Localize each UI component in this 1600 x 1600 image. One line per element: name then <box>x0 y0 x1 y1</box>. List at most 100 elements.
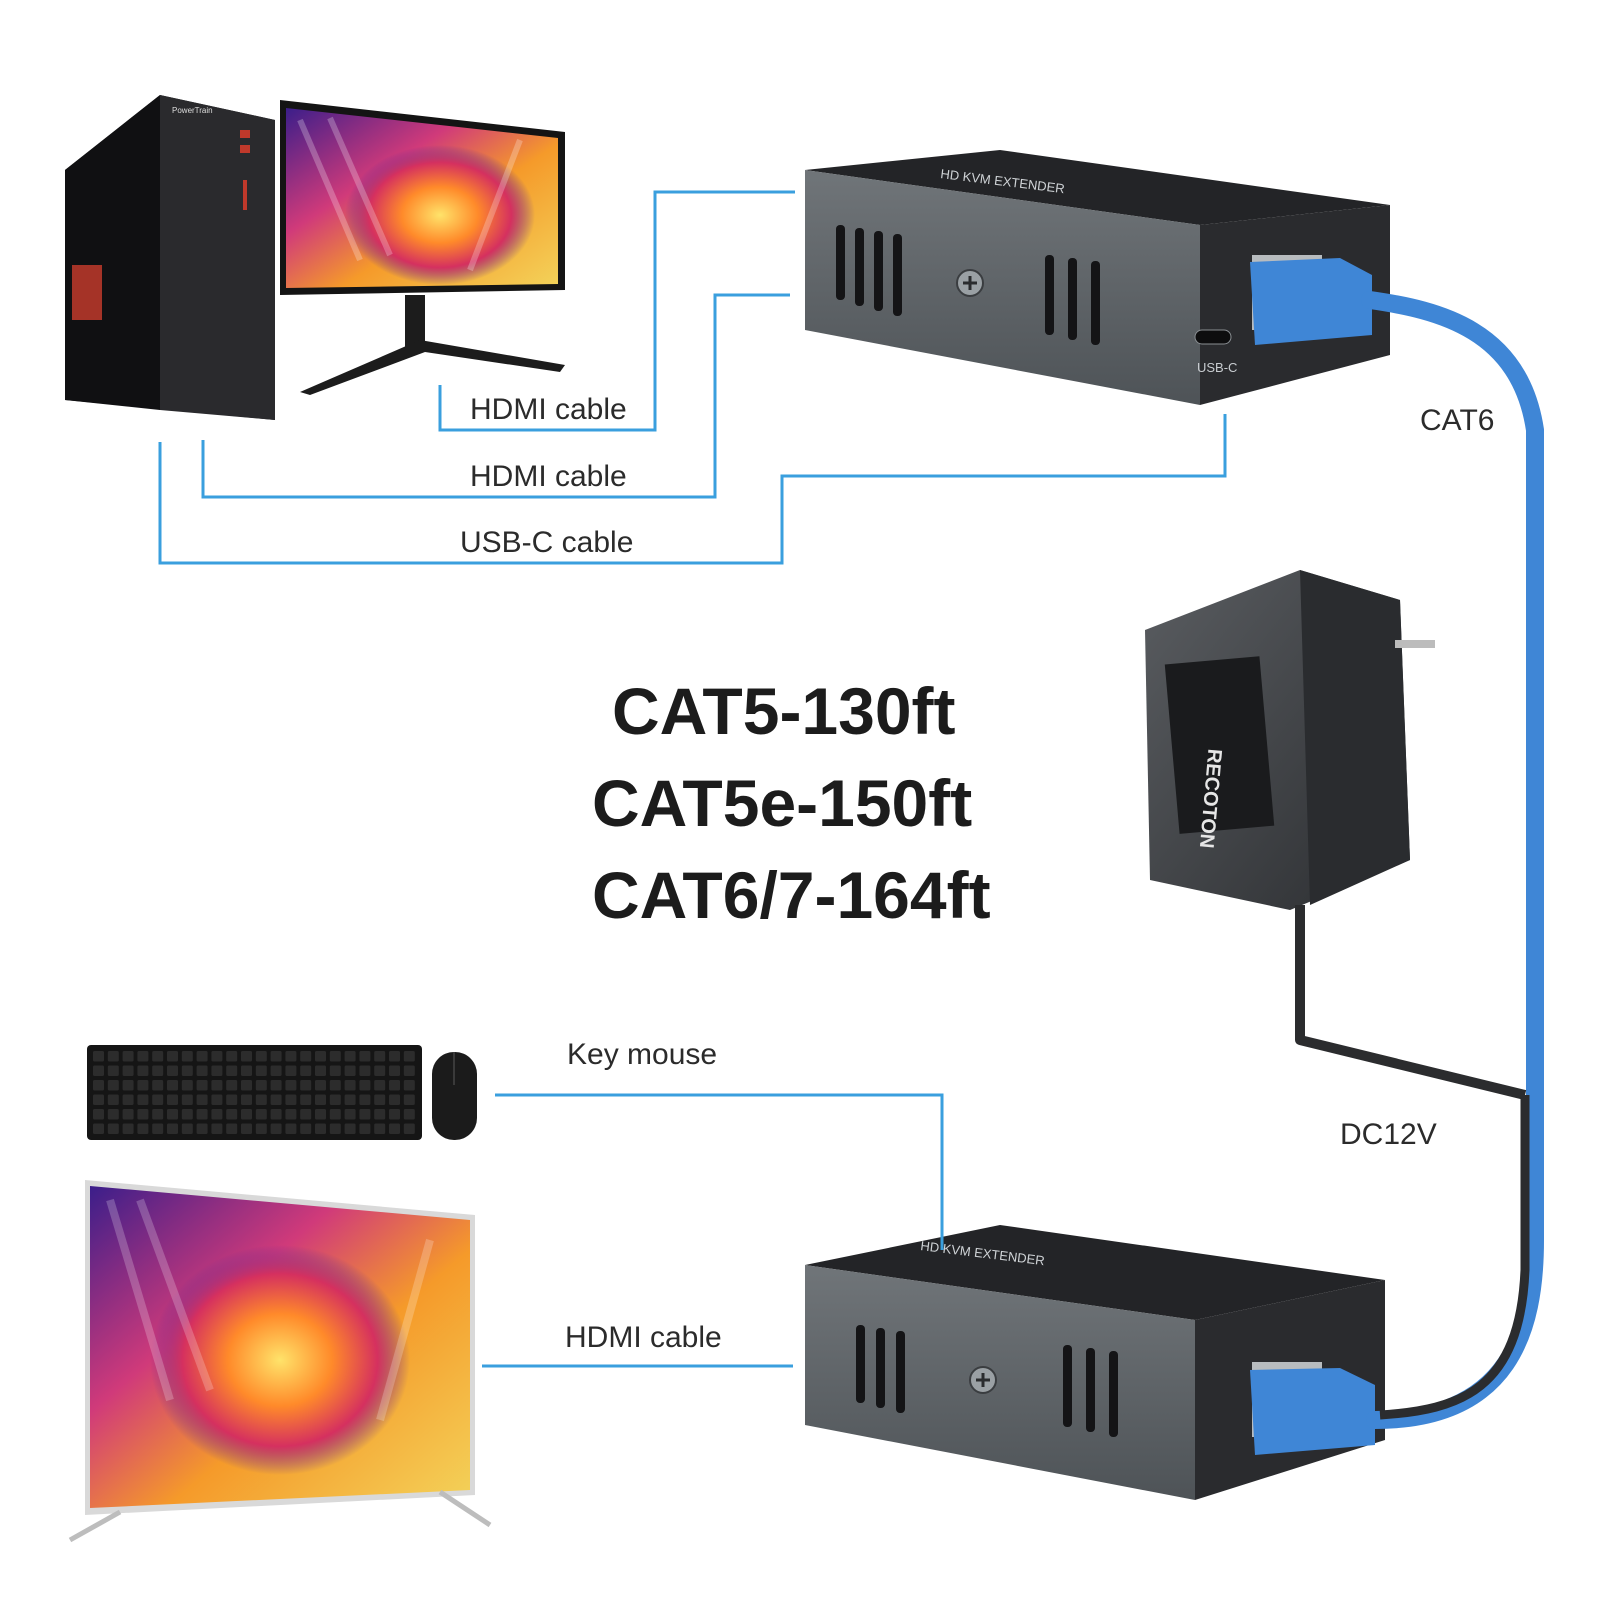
keyboard-key <box>107 1109 119 1120</box>
keyboard-key <box>167 1051 178 1062</box>
keyboard-key <box>255 1094 267 1105</box>
keyboard-key <box>93 1094 104 1105</box>
keyboard-key <box>211 1094 223 1105</box>
keyboard-key <box>403 1109 415 1120</box>
keyboard-key <box>137 1094 149 1105</box>
keyboard-key <box>137 1080 149 1091</box>
keyboard-key <box>329 1109 341 1120</box>
usbc-port-label: USB-C <box>1197 360 1237 375</box>
dc12v-label: DC12V <box>1340 1118 1437 1151</box>
hdmi-cable-label-2: HDMI cable <box>470 460 627 493</box>
keyboard-key <box>285 1065 297 1076</box>
keyboard-key <box>359 1065 371 1076</box>
keyboard-key <box>374 1094 386 1105</box>
keyboard-key <box>389 1094 400 1105</box>
receiver-unit: HD KVM EXTENDER <box>805 1225 1385 1500</box>
keyboard-key <box>359 1051 371 1062</box>
tv-icon <box>68 1180 492 1543</box>
keyboard-key <box>137 1123 149 1134</box>
keyboard-key <box>285 1123 297 1134</box>
keyboard-key <box>122 1123 134 1134</box>
keyboard-key <box>285 1080 297 1091</box>
keyboard-key <box>270 1109 282 1120</box>
keyboard-key <box>389 1051 400 1062</box>
spec-cat6-7: CAT6/7-164ft <box>592 858 991 932</box>
hdmi-cable-rx-label: HDMI cable <box>565 1321 722 1354</box>
keyboard-key <box>107 1080 119 1091</box>
key-mouse-line <box>495 1093 944 1250</box>
keyboard-key <box>181 1065 193 1076</box>
dc-cable <box>1295 905 1527 1100</box>
keyboard-key <box>122 1080 134 1091</box>
keyboard-key <box>137 1065 149 1076</box>
keyboard-key <box>107 1065 119 1076</box>
keyboard-key <box>241 1065 252 1076</box>
pc-brand-label: PowerTrain <box>172 106 213 115</box>
cat6-label: CAT6 <box>1420 404 1495 437</box>
keyboard-key <box>270 1080 282 1091</box>
keyboard-icon <box>87 1045 422 1140</box>
keyboard-key <box>226 1051 238 1062</box>
keyboard-key <box>196 1080 208 1091</box>
monitor-icon <box>280 100 565 395</box>
hdmi-line-2 <box>201 293 790 499</box>
keyboard-key <box>152 1065 164 1076</box>
keyboard-key <box>211 1109 223 1120</box>
keyboard-key <box>107 1051 119 1062</box>
pc-tower-icon: PowerTrain <box>65 95 275 420</box>
keyboard-key <box>255 1109 267 1120</box>
keyboard-key <box>93 1080 104 1091</box>
keyboard-key <box>344 1123 356 1134</box>
keyboard-key <box>226 1080 238 1091</box>
keyboard-key <box>300 1123 312 1134</box>
keyboard-key <box>255 1080 267 1091</box>
keyboard-key <box>389 1065 400 1076</box>
keyboard-key <box>255 1123 267 1134</box>
hdmi-cable-label-1: HDMI cable <box>470 393 627 426</box>
keyboard-key <box>300 1094 312 1105</box>
key-mouse-label: Key mouse <box>567 1038 718 1071</box>
usbc-cable-label: USB-C cable <box>460 526 634 559</box>
keyboard-key <box>122 1109 134 1120</box>
keyboard-key <box>285 1109 297 1120</box>
keyboard-key <box>181 1109 193 1120</box>
keyboard-key <box>196 1109 208 1120</box>
keyboard-key <box>359 1094 371 1105</box>
keyboard-key <box>211 1123 223 1134</box>
keyboard-key <box>329 1065 341 1076</box>
mouse-icon <box>432 1052 477 1140</box>
keyboard-key <box>196 1065 208 1076</box>
keyboard-key <box>93 1051 104 1062</box>
keyboard-key <box>344 1094 356 1105</box>
keyboard-key <box>122 1065 134 1076</box>
keyboard-key <box>300 1065 312 1076</box>
transmitter-unit: HD KVM EXTENDER USB-C <box>805 150 1390 405</box>
keyboard-key <box>241 1123 252 1134</box>
keyboard-key <box>211 1051 223 1062</box>
keyboard-key <box>226 1094 238 1105</box>
keyboard-key <box>329 1094 341 1105</box>
hdmi-line-1 <box>438 190 795 432</box>
usbc-port-icon <box>1194 329 1232 345</box>
keyboard-key <box>196 1051 208 1062</box>
keyboard-key <box>226 1109 238 1120</box>
keyboard-key <box>285 1094 297 1105</box>
keyboard-key <box>152 1094 164 1105</box>
keyboard-key <box>315 1080 326 1091</box>
keyboard-key <box>359 1109 371 1120</box>
keyboard-key <box>270 1051 282 1062</box>
keyboard-key <box>93 1123 104 1134</box>
keyboard-key <box>403 1065 415 1076</box>
keyboard-key <box>315 1094 326 1105</box>
keyboard-key <box>374 1080 386 1091</box>
keyboard-key <box>167 1065 178 1076</box>
keyboard-key <box>241 1051 252 1062</box>
keyboard-key <box>359 1123 371 1134</box>
keyboard-key <box>300 1080 312 1091</box>
keyboard-key <box>167 1109 178 1120</box>
keyboard-key <box>152 1123 164 1134</box>
keyboard-key <box>270 1065 282 1076</box>
keyboard-key <box>403 1123 415 1134</box>
keyboard-key <box>107 1094 119 1105</box>
